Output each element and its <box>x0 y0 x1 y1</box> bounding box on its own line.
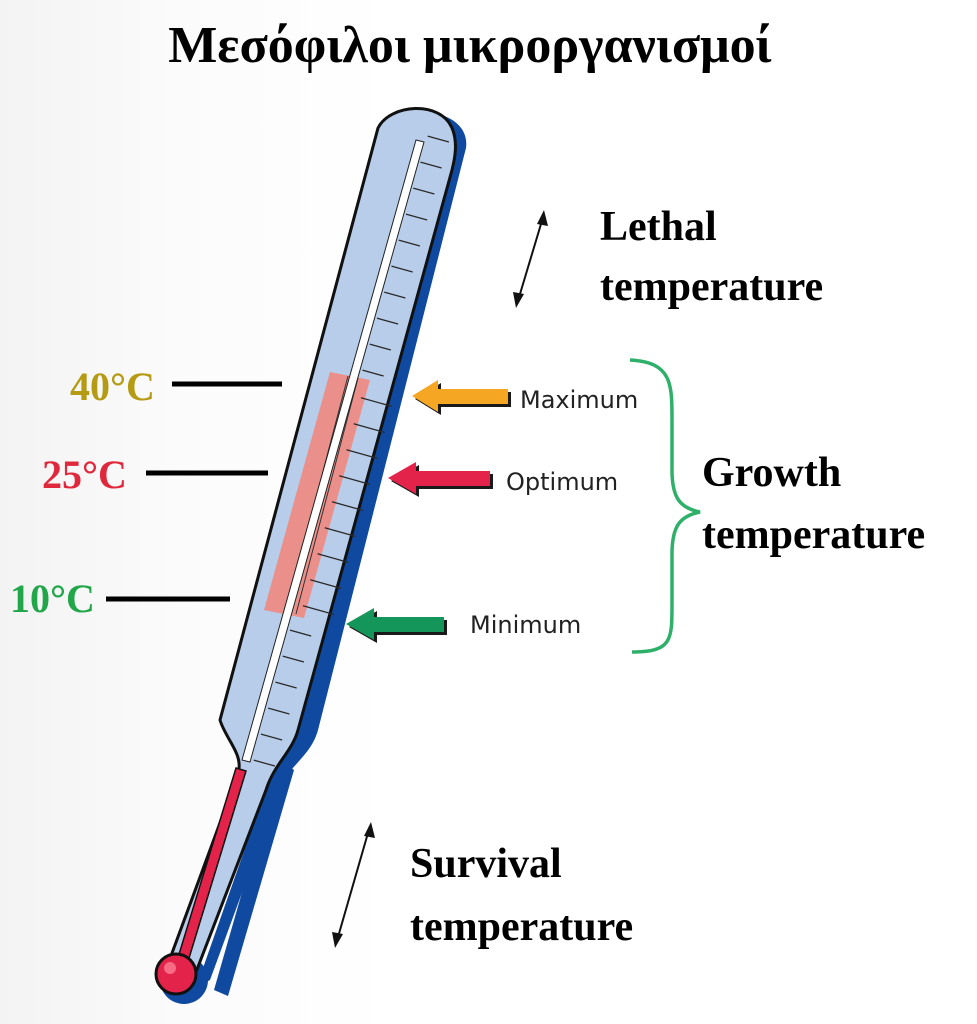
lethal-double-arrow-icon <box>513 210 548 308</box>
opt-temp-label: 25°C <box>42 452 127 497</box>
scale-tick <box>360 397 392 407</box>
scale-tick <box>331 501 363 511</box>
scale-tick <box>275 681 297 689</box>
temperature-markers: 40°C 25°C 10°C <box>10 364 282 621</box>
maximum-arrow-icon <box>412 380 511 415</box>
lethal-label-line1: Lethal <box>600 204 717 250</box>
page-title: Μεσόφιλοι μικροργανισμοί <box>168 17 772 74</box>
scale-tick <box>339 475 371 485</box>
scale-tick <box>268 707 290 715</box>
max-temp-label: 40°C <box>70 364 155 409</box>
scale-tick <box>310 579 342 589</box>
growth-brace <box>629 358 701 654</box>
scale-tick <box>391 265 413 273</box>
scale-tick <box>346 449 378 459</box>
scale-tick <box>376 317 399 325</box>
scale-tick <box>362 369 384 377</box>
scale-tick <box>398 239 421 247</box>
growth-label-line2: temperature <box>702 512 925 558</box>
bulb-highlight <box>164 962 176 974</box>
scale-tick <box>302 605 334 615</box>
scale-tick <box>369 343 392 351</box>
optimum-label: Optimum <box>506 468 618 496</box>
survival-label-line2: temperature <box>410 904 633 950</box>
optimum-arrow-icon <box>388 462 493 497</box>
thermometer-bulb <box>154 952 198 996</box>
growth-label-line1: Growth <box>702 450 841 496</box>
survival-label-line1: Survival <box>410 841 562 887</box>
thermometer-stem-shadow <box>214 760 294 996</box>
scale-tick <box>324 527 356 537</box>
scale-tick <box>353 423 385 433</box>
scale-tick <box>384 291 406 299</box>
minimum-arrow-icon <box>346 608 447 643</box>
scale-tick <box>420 161 442 169</box>
minimum-label: Minimum <box>470 611 581 639</box>
scale-tick <box>282 655 305 663</box>
scale-tick <box>289 629 312 637</box>
band-grid-line <box>295 377 359 615</box>
scale-tick <box>260 733 283 741</box>
thermometer-ticks <box>253 135 450 767</box>
zone-labels: Lethal temperature Growth temperature Su… <box>410 204 925 950</box>
scale-tick <box>405 213 428 221</box>
scale-tick <box>413 187 435 195</box>
scale-tick <box>253 759 276 767</box>
lethal-label-line2: temperature <box>600 264 823 310</box>
maximum-label: Maximum <box>520 386 638 414</box>
survival-double-arrow-icon <box>332 822 375 948</box>
scale-tick <box>427 135 450 143</box>
scale-tick <box>317 553 349 563</box>
thermometer <box>154 107 467 1004</box>
pointer-arrows: Maximum Optimum Minimum <box>346 380 638 643</box>
range-arrows <box>332 210 548 948</box>
min-temp-label: 10°C <box>10 576 95 621</box>
capillary <box>241 139 425 763</box>
